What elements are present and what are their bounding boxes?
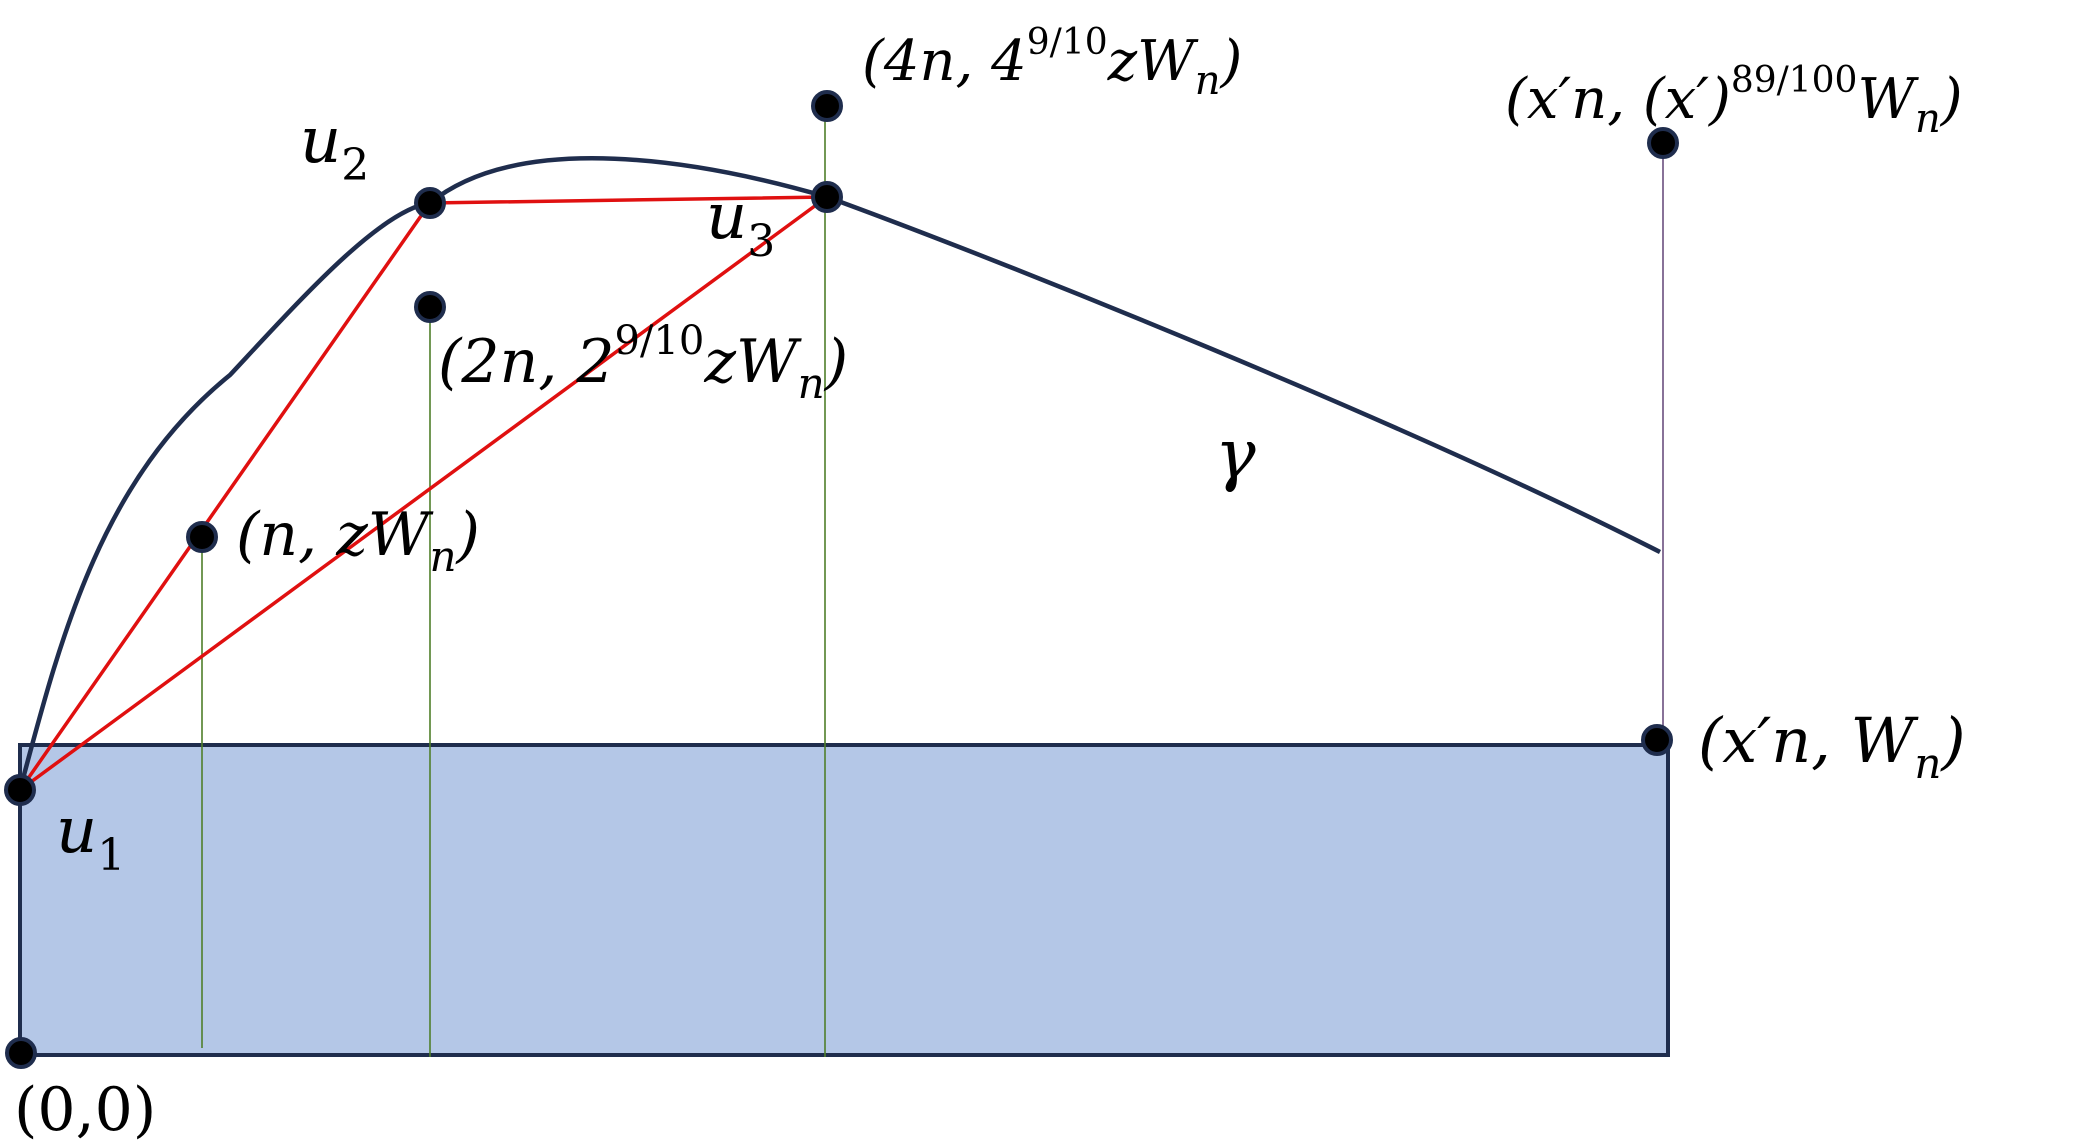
label-2n: (2n, 29/10zWn) — [438, 318, 848, 408]
point-xprime-top — [1647, 127, 1679, 159]
label-4n: (4n, 49/10zWn) — [862, 22, 1242, 104]
label-xprime-top: (x′n, (x′)89/100Wn) — [1505, 60, 1963, 142]
point-n-zwn — [186, 521, 218, 553]
red-path-via-u2 — [18, 195, 829, 792]
point-u1 — [4, 774, 36, 806]
label-u2: u2 — [300, 104, 369, 191]
point-u2 — [414, 187, 446, 219]
point-4n — [811, 90, 843, 122]
curve-gamma — [17, 156, 1662, 791]
label-n-zwn: (n, zWn) — [236, 500, 480, 581]
point-origin — [5, 1037, 37, 1069]
label-xprime-wn: (x′n, Wn) — [1698, 704, 1966, 788]
label-u3: u3 — [706, 180, 775, 267]
point-xprime-wn — [1641, 724, 1673, 756]
shaded-region — [18, 743, 1670, 1057]
label-origin: (0,0) — [14, 1075, 156, 1145]
label-gamma: γ — [1215, 416, 1256, 495]
point-u3 — [811, 181, 843, 213]
point-2n — [414, 291, 446, 323]
label-u1: u1 — [56, 794, 125, 881]
